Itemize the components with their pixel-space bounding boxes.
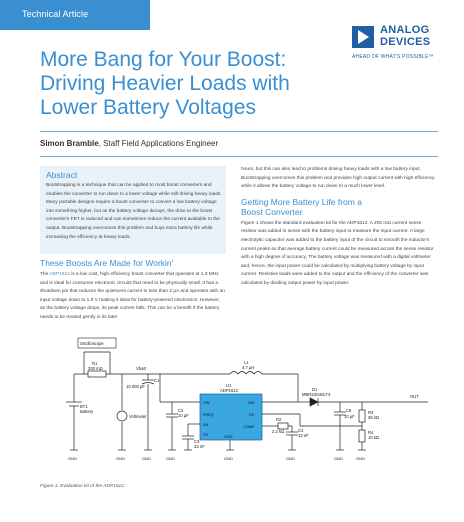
label-out: OUT xyxy=(410,394,419,399)
label-adp: ADP1612 xyxy=(220,388,239,393)
label-c3-val: 33 nF xyxy=(194,444,205,449)
logo-line1: ANALOG xyxy=(380,24,430,36)
label-d1-val: MBRS2040LT3 xyxy=(302,392,331,397)
evaluation-kit-schematic: Oscilloscope R1 200 mΩ Vbatt C1 10,000 µ… xyxy=(66,337,428,461)
label-oscilloscope: Oscilloscope xyxy=(80,341,104,346)
abstract-body: Bootstrapping is a technique that can be… xyxy=(46,183,222,240)
pin-vin: VIN xyxy=(203,401,210,405)
gnd-label-2: GND xyxy=(116,456,125,461)
label-c6: C6 xyxy=(346,408,352,413)
label-r1: R1 xyxy=(92,361,98,366)
author-role: , Staff Field Applications Engineer xyxy=(98,139,219,148)
pin-comp: COMP xyxy=(243,425,255,429)
label-voltmeter: Voltmeter xyxy=(129,414,147,419)
gnd-label-6: GND xyxy=(286,456,295,461)
adp1612-chip xyxy=(199,393,263,441)
section1-lead: The xyxy=(40,272,50,277)
author-divider xyxy=(40,156,438,157)
section2-heading: Getting More Battery Life from a Boost C… xyxy=(241,197,438,217)
gnd-label-5: GND xyxy=(224,456,233,461)
logo-tagline: AHEAD OF WHAT'S POSSIBLE™ xyxy=(352,54,434,60)
section1-body: The ADP1612 is a low cost, high efficien… xyxy=(40,271,226,323)
label-bt1: BT1 xyxy=(80,404,88,409)
article-type-banner: Technical Article xyxy=(0,0,150,30)
label-c3: C3 xyxy=(194,439,200,444)
logo-triangle-icon xyxy=(352,26,374,48)
title-line-2: Driving Heavier Loads with xyxy=(40,72,290,95)
section1-text: is a low cost, high efficiency boost con… xyxy=(40,272,225,320)
pin-freq: FREQ xyxy=(203,413,214,417)
label-c4-val: 12 nF xyxy=(298,433,309,438)
label-r2-val: 2.2 kΩ xyxy=(272,429,284,434)
title-line-3: Lower Battery Voltages xyxy=(40,96,256,119)
author-name: Simon Bramble xyxy=(40,139,99,148)
label-vbatt: Vbatt xyxy=(136,366,147,371)
label-c6-val: 10 µF xyxy=(344,414,355,419)
analog-devices-logo[interactable]: ANALOG DEVICES AHEAD OF WHAT'S POSSIBLE™ xyxy=(352,24,462,68)
title-divider xyxy=(40,131,438,132)
gnd-label-8: GND xyxy=(356,456,365,461)
pin-sw: SW xyxy=(248,401,255,405)
col2-continuation: hours, but this can also lead to problem… xyxy=(241,167,435,190)
article-type-label: Technical Article xyxy=(22,9,89,19)
label-r4: R4 xyxy=(368,430,374,435)
pin-fb: FB xyxy=(249,413,254,417)
label-r1-val: 200 mΩ xyxy=(88,366,103,371)
pin-en: EN xyxy=(203,423,209,427)
label-c2-val: 10 µF xyxy=(178,413,189,418)
label-l1-val: 4.7 µH xyxy=(242,365,254,370)
gnd-label-1: GND xyxy=(68,456,77,461)
label-battery: Battery xyxy=(80,409,94,414)
label-r2: R2 xyxy=(276,417,282,422)
right-column: hours, but this can also lead to problem… xyxy=(241,166,438,292)
section2-heading-line1: Getting More Battery Life from a xyxy=(241,196,362,207)
gnd-label-3: GND xyxy=(142,456,151,461)
label-l1: L1 xyxy=(244,360,249,365)
label-r3-val: 36 kΩ xyxy=(368,415,379,420)
label-c1: C1 xyxy=(154,378,160,383)
abstract-heading: Abstract xyxy=(46,170,78,180)
label-c4: C4 xyxy=(298,428,304,433)
article-title: More Bang for Your Boost: Driving Heavie… xyxy=(40,48,360,120)
logo-name: ANALOG DEVICES xyxy=(380,24,430,48)
section2-heading-line2: Boost Converter xyxy=(241,206,303,217)
pin-ss: SS xyxy=(203,433,209,437)
pin-gnd: GND xyxy=(224,435,233,439)
label-d1: D1 xyxy=(312,387,318,392)
gnd-label-7: GND xyxy=(334,456,343,461)
logo-line2: DEVICES xyxy=(380,36,431,48)
figure-caption: Figure 1. Evaluation kit of the ADP1612. xyxy=(40,484,126,489)
label-u1: U1 xyxy=(226,383,232,388)
label-r3: R3 xyxy=(368,410,374,415)
gnd-label-4: GND xyxy=(166,456,175,461)
adp1612-link[interactable]: ADP1612 xyxy=(49,272,70,277)
title-line-1: More Bang for Your Boost: xyxy=(40,48,287,71)
label-r4-val: 10 kΩ xyxy=(368,435,379,440)
author-byline: Simon Bramble, Staff Field Applications … xyxy=(40,139,218,148)
section1: These Boosts Are Made for Workin' The AD… xyxy=(40,258,226,326)
label-c1-val: 10,000 µF xyxy=(126,384,145,389)
section1-heading: These Boosts Are Made for Workin' xyxy=(40,258,174,268)
label-c2: C2 xyxy=(178,408,184,413)
abstract-box: Abstract Bootstrapping is a technique th… xyxy=(40,166,226,254)
section2-body: Figure 1 shows the standard evaluation k… xyxy=(241,220,434,286)
